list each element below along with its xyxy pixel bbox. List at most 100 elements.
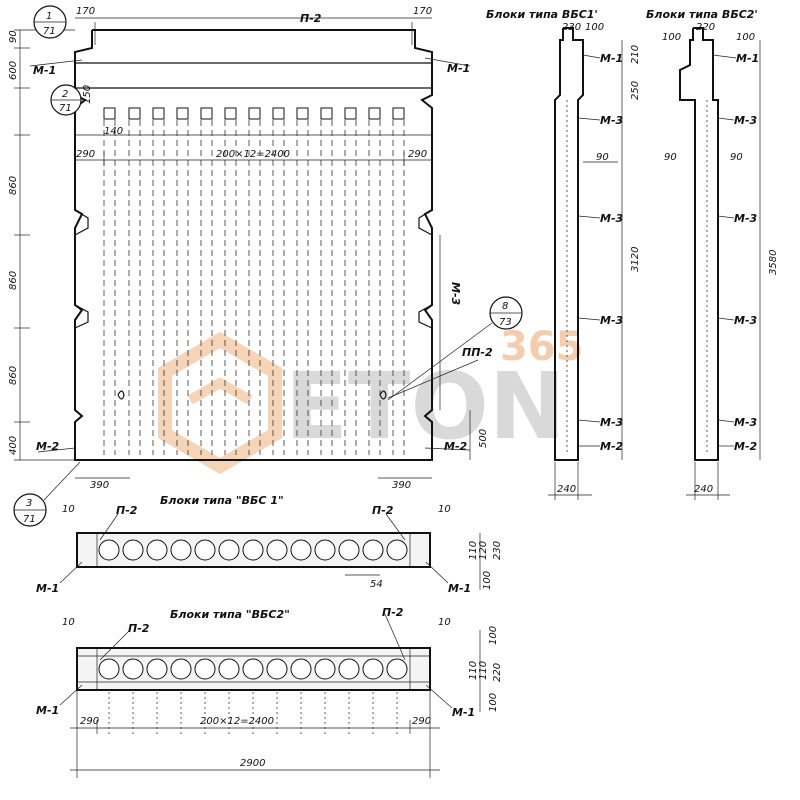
title-vbs1-prime: Блоки типа ВБС1' [486,8,598,21]
dim-150: 150 [82,85,93,104]
dim-110-vbs2-a: 110 [468,661,479,680]
dim-500: 500 [478,429,489,448]
dim-100-vbs2-top: 100 [488,626,499,645]
mark-m3-vbs1-a: М-3 [600,114,624,127]
core-holes-vbs2 [98,658,408,680]
mark-m1-vbs2-plan-left: М-1 [36,704,59,717]
title-vbs1: Блоки типа "ВБС 1" [160,494,284,507]
svg-text:1: 1 [46,11,52,22]
dim-290-plan-left: 290 [80,716,99,727]
dim-10-vbs1-left: 10 [62,504,75,515]
mark-m1-vbs1: М-1 [600,52,623,65]
dim-2900: 2900 [240,758,265,769]
mark-m1-vbs2-plan-right: М-1 [452,706,475,719]
dim-100-vbs1-plan: 100 [482,571,493,590]
dim-390-left: 390 [90,480,109,491]
callout-2-71: 2 71 [50,84,82,116]
dim-90-vbs1: 90 [596,152,609,163]
plan-vbs2: Блоки типа "ВБС2" 10 10 П-2 П-2 М-1 [36,606,503,778]
dim-3120: 3120 [630,247,641,272]
mark-m3-vbs2-c: М-3 [734,314,758,327]
dim-100-vbs1: 100 [585,22,604,33]
dim-10-vbs2-right: 10 [438,617,451,628]
mark-p2-top: П-2 [300,12,322,25]
dim-110-vbs1: 110 [468,541,479,560]
mark-p2-vbs1-right: П-2 [372,504,394,517]
watermark-number: 365 [500,324,584,370]
callout-1-71: 1 71 [33,5,67,39]
main-elevation: 90 600 860 860 860 400 170 170 П-2 М-1 М… [8,6,493,491]
hole-ticks [108,692,398,735]
dim-200x12: 200×12=2400 [216,149,290,160]
svg-text:71: 71 [43,26,56,37]
channel-lines [103,120,405,455]
mark-m1-left: М-1 [33,64,56,77]
callout-8-73: 8 73 [387,296,523,401]
mark-m3-vbs1-b: М-3 [600,212,624,225]
svg-text:71: 71 [23,514,36,525]
dim-240-vbs2: 240 [694,484,713,495]
dim-140: 140 [104,126,123,137]
dim-860-b: 860 [8,271,19,290]
mark-m1-vbs2: М-1 [736,52,759,65]
svg-text:71: 71 [59,103,72,114]
dim-3580: 3580 [768,250,779,275]
dim-10-vbs2-left: 10 [62,617,75,628]
mark-m3-vbs2-b: М-3 [734,212,758,225]
svg-text:73: 73 [499,317,512,328]
dim-290-left: 290 [76,149,95,160]
dim-210-vbs1: 210 [630,45,641,64]
dim-170-right: 170 [413,6,432,17]
title-vbs2: Блоки типа "ВБС2" [170,608,290,621]
mark-p2-vbs2-left: П-2 [128,622,150,635]
dim-200x12-plan: 200×12=2400 [200,716,274,727]
mark-m2-vbs1: М-2 [600,440,624,453]
mark-m3-vbs2-d: М-3 [734,416,758,429]
mark-pp2: ПП-2 [462,346,493,359]
dim-220-vbs2-plan: 220 [492,663,503,682]
mark-p2-vbs2-right: П-2 [382,606,404,619]
dim-90-vbs2-left: 90 [664,152,677,163]
mark-m1-vbs1-plan-left: М-1 [36,582,59,595]
dim-170-left: 170 [76,6,95,17]
dim-110-vbs2-b: 110 [478,661,489,680]
dim-600-left: 600 [8,61,19,80]
watermark: ETON 365 [158,324,584,475]
svg-text:3: 3 [26,498,32,509]
callout-3-71: 3 71 [13,461,81,527]
dim-100-vbs2-bottom: 100 [488,693,499,712]
dim-250-vbs1: 250 [630,81,641,100]
dim-120-vbs1: 120 [478,541,489,560]
dim-860-c: 860 [8,366,19,385]
dim-54: 54 [370,579,383,590]
dim-400-left: 400 [8,436,19,455]
dim-860-a: 860 [8,176,19,195]
plan-vbs1: Блоки типа "ВБС 1" 10 10 П-2 П-2 М-1 М-1 [36,494,503,595]
core-holes-vbs1 [98,539,408,561]
dim-10-vbs1-right: 10 [438,504,451,515]
mark-m3-vbs2-a: М-3 [734,114,758,127]
dim-290-plan-right: 290 [412,716,431,727]
dim-100-vbs2-left: 100 [662,32,681,43]
svg-text:8: 8 [502,301,508,312]
mark-m3-side: М-3 [449,282,462,306]
svg-text:2: 2 [62,89,68,100]
mark-m2-vbs2: М-2 [734,440,758,453]
section-vbs2-prime: Блоки типа ВБС2' 100 220 100 3580 90 90 … [646,8,779,500]
mark-m1-right: М-1 [447,62,470,75]
mark-m3-vbs1-d: М-3 [600,416,624,429]
dim-90-vbs2-right: 90 [730,152,743,163]
section-vbs1-prime: Блоки типа ВБС1' 230 100 210 250 3120 90… [486,8,641,500]
dim-100-vbs2-right: 100 [736,32,755,43]
mark-m2-left: М-2 [36,440,60,453]
dim-230-vbs1-plan: 230 [492,541,503,560]
mark-p2-vbs1-left: П-2 [116,504,138,517]
mark-m2-right: М-2 [444,440,468,453]
mark-m1-vbs1-plan-right: М-1 [448,582,471,595]
title-vbs2-prime: Блоки типа ВБС2' [646,8,758,21]
dim-390-right: 390 [392,480,411,491]
dim-230-vbs1: 230 [562,22,581,33]
dim-290-right: 290 [408,149,427,160]
dim-220-vbs2: 220 [696,22,715,33]
